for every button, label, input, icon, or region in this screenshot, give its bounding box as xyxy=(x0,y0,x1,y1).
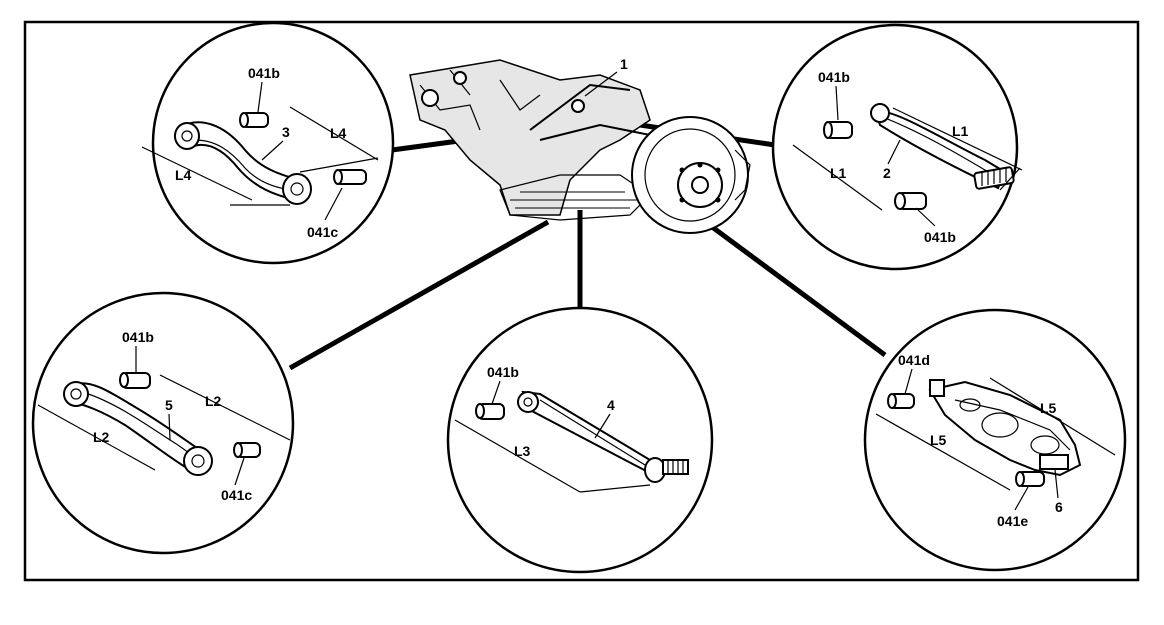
br-bushing-041d-label: 041d xyxy=(898,352,930,368)
detail-circle-top-left xyxy=(141,21,395,265)
detail-circle-bottom-center xyxy=(446,306,714,574)
bl-item-5-label: 5 xyxy=(165,397,173,413)
tr-bushing-041b-bottom-label: 041b xyxy=(924,229,956,245)
detail-circle-top-right xyxy=(771,23,1023,271)
tl-dimension-l4-lower: L4 xyxy=(175,167,192,183)
tr-dimension-l1-upper: L1 xyxy=(952,123,969,139)
bc-bushing-041b-label: 041b xyxy=(487,364,519,380)
br-item-6-label: 6 xyxy=(1055,499,1063,515)
diagram-frame xyxy=(23,20,1140,582)
br-bushing-041e-label: 041e xyxy=(997,513,1028,529)
bl-bushing-041c-label: 041c xyxy=(221,487,252,503)
br-dimension-l5-lower: L5 xyxy=(930,432,947,448)
tl-bushing-041b-label: 041b xyxy=(248,65,280,81)
tr-dimension-l1-lower: L1 xyxy=(830,165,847,181)
part-number-1: 1 xyxy=(620,56,628,72)
tl-dimension-l4-upper: L4 xyxy=(330,125,347,141)
rear-axle-assembly xyxy=(409,59,751,234)
bc-item-4-label: 4 xyxy=(607,397,615,413)
detail-circle-bottom-right xyxy=(863,308,1127,572)
br-dimension-l5-upper: L5 xyxy=(1040,400,1057,416)
tl-item-3-label: 3 xyxy=(282,124,290,140)
tr-item-2-label: 2 xyxy=(883,165,891,181)
tl-bushing-041c-label: 041c xyxy=(307,224,338,240)
bl-dimension-l2-lower: L2 xyxy=(93,429,110,445)
tr-bushing-041b-top-label: 041b xyxy=(818,69,850,85)
bl-bushing-041b-label: 041b xyxy=(122,329,154,345)
bc-dimension-l3: L3 xyxy=(514,443,531,459)
detail-circle-bottom-left xyxy=(31,291,295,555)
bl-dimension-l2-upper: L2 xyxy=(205,393,222,409)
